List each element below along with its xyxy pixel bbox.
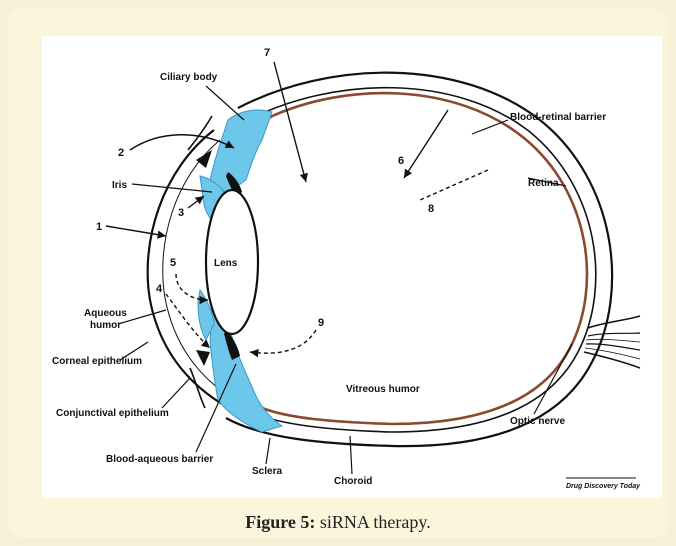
optic-nerve-leader	[534, 344, 572, 414]
number-3: 3	[178, 207, 184, 219]
iris-leader	[132, 184, 212, 192]
route-6-arrow	[404, 110, 448, 178]
number-5: 5	[170, 257, 176, 269]
route-1-arrow	[106, 226, 166, 236]
route-9-arrow	[250, 330, 316, 353]
blood-retinal-barrier-leader	[472, 120, 508, 134]
route-8-arrow	[420, 170, 488, 200]
number-2: 2	[118, 147, 124, 159]
number-6: 6	[398, 155, 404, 167]
label-optic-nerve: Optic nerve	[510, 416, 565, 427]
upper-conjunctiva	[188, 116, 212, 150]
label-retina: Retina	[528, 178, 559, 189]
number-8: 8	[428, 203, 434, 215]
label-sclera: Sclera	[252, 466, 282, 477]
choroid-layer	[262, 93, 587, 424]
number-9: 9	[318, 317, 324, 329]
label-blood-aqueous-barrier: Blood-aqueous barrier	[106, 454, 213, 465]
label-blood-retinal-barrier: Blood-retinal barrier	[510, 112, 606, 123]
label-choroid: Choroid	[334, 476, 372, 487]
sclera-inner	[236, 88, 596, 432]
choroid-leader	[350, 436, 352, 474]
caption-prefix: Figure 5:	[245, 512, 315, 532]
number-1: 1	[96, 221, 102, 233]
conjunctival-epithelium-leader	[162, 378, 190, 408]
angle-mark-lower	[196, 350, 210, 366]
number-7: 7	[264, 47, 270, 59]
route-3-arrow	[188, 196, 204, 208]
ciliary-body-leader	[206, 86, 244, 120]
label-conjunctival-epithelium: Conjunctival epithelium	[56, 408, 169, 419]
figure-caption: Figure 5: siRNA therapy.	[0, 512, 676, 533]
caption-text: siRNA therapy.	[315, 512, 430, 532]
route-7-arrow	[274, 62, 306, 182]
label-aqueous-humor-line1: Aqueous	[84, 308, 127, 319]
sclera-leader	[266, 438, 270, 464]
label-iris: Iris	[112, 180, 127, 191]
label-source: Drug Discovery Today	[566, 483, 641, 490]
label-vitreous-humor: Vitreous humor	[346, 384, 420, 395]
label-aqueous-humor-line2: humor	[90, 320, 121, 331]
label-ciliary-body: Ciliary body	[160, 72, 218, 83]
angle-mark-upper	[196, 150, 212, 168]
label-corneal-epithelium: Corneal epithelium	[52, 356, 142, 367]
label-lens: Lens	[214, 258, 238, 269]
number-4: 4	[156, 283, 163, 295]
